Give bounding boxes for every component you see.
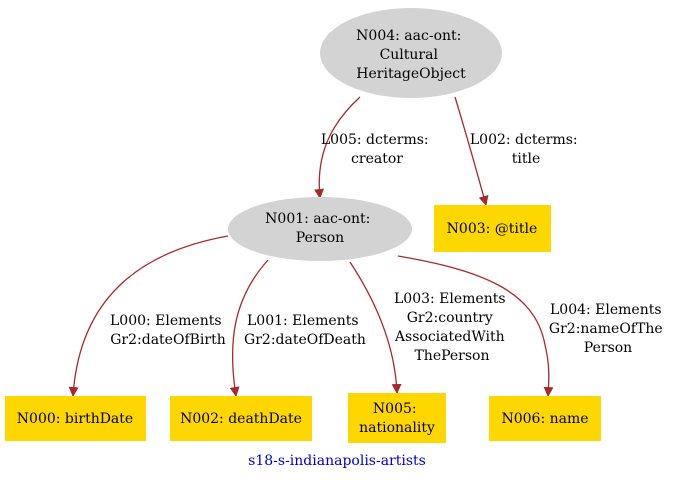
edge-l002-line: [454, 96, 489, 206]
edge-l004-label: L004: Elements Gr2:nameOfThe Person: [549, 302, 667, 356]
node-n004-label: N004: aac-ont: Cultural HeritageObject: [356, 28, 466, 82]
edge-l002-label: L002: dcterms: title: [470, 132, 582, 167]
edge-l005-line: [314, 96, 361, 199]
svg-text:L001: Elements Gr2:dateO: L001: Elements Gr2:dateOfDeath: [244, 313, 366, 348]
node-n001[interactable]: N001: aac-ont: Person: [228, 197, 412, 261]
svg-text:L003: Elements Gr2:count: L003: Elements Gr2:country AssociatedWit…: [394, 291, 510, 364]
node-n005[interactable]: N005: nationality: [348, 393, 446, 443]
edge-l005-label: L005: dcterms: creator: [321, 132, 433, 167]
node-n006-shape: [489, 396, 601, 441]
edge-l003-label: L003: Elements Gr2:country AssociatedWit…: [394, 291, 510, 364]
node-n005-shape: [348, 393, 446, 443]
svg-text:L005: dcterms: creator: L005: dcterms: creator: [321, 132, 433, 167]
node-n006[interactable]: N006: name: [489, 396, 601, 441]
edges: [68, 96, 554, 397]
edge-l001-label: L001: Elements Gr2:dateOfDeath: [244, 313, 366, 348]
node-n003-shape: [434, 205, 551, 252]
node-n002-label: N002: deathDate: [180, 411, 302, 427]
edge-l004-line: [397, 255, 554, 397]
node-n004[interactable]: N004: aac-ont: Cultural HeritageObject: [320, 8, 502, 98]
node-n004-shape: [320, 8, 502, 98]
node-n002-shape: [170, 396, 312, 441]
edge-l000-line: [68, 235, 229, 397]
edge-l001-line: [229, 259, 269, 397]
node-n003-label: N003: @title: [447, 221, 538, 237]
diagram-caption: s18-s-indianapolis-artists: [248, 453, 426, 469]
node-n003[interactable]: N003: @title: [434, 205, 551, 252]
edge-l000-label: L000: Elements Gr2:dateOfBirth: [110, 313, 226, 348]
node-n001-label: N001: aac-ont: Person: [265, 211, 375, 246]
svg-text:L002: dcterms: title: L002: dcterms: title: [470, 132, 582, 167]
node-n006-label: N006: name: [501, 411, 588, 427]
node-n002[interactable]: N002: deathDate: [170, 396, 312, 441]
node-n000-shape: [5, 396, 146, 441]
svg-text:L000: Elements Gr2:dateO: L000: Elements Gr2:dateOfBirth: [110, 313, 226, 348]
node-n005-label: N005: nationality: [359, 401, 435, 436]
node-n000-label: N000: birthDate: [17, 411, 133, 427]
edge-l003-line: [349, 261, 402, 394]
svg-text:L004: Elements Gr2:nameO: L004: Elements Gr2:nameOfThe Person: [549, 302, 667, 356]
node-n000[interactable]: N000: birthDate: [5, 396, 146, 441]
node-n001-shape: [228, 197, 412, 261]
